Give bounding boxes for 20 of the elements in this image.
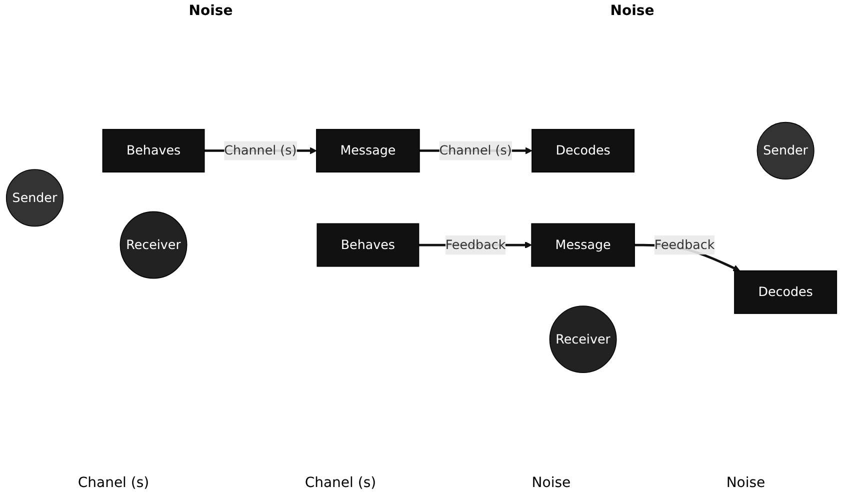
note-label: Noise (726, 475, 766, 491)
node-box: Decodes (532, 128, 635, 172)
note-label: Chanel (s) (304, 475, 376, 491)
node-box: Message (531, 222, 635, 266)
node-circle: Receiver (120, 210, 188, 278)
node-box: Behaves (102, 128, 205, 172)
node-box: Behaves (316, 222, 420, 266)
edge-label: Feedback (654, 236, 715, 252)
note-label: Noise (188, 3, 233, 19)
note-label: Noise (532, 475, 571, 491)
node-box: Decodes (734, 270, 838, 314)
node-circle: Sender (6, 168, 64, 226)
edge-label: Channel (s) (439, 142, 512, 158)
note-label: Noise (610, 3, 654, 19)
node-circle: Receiver (549, 305, 617, 373)
node-circle: Sender (756, 121, 814, 180)
node-box: Message (316, 128, 420, 172)
note-label: Chanel (s) (78, 475, 150, 491)
edge-label: Feedback (445, 236, 506, 252)
edge-label: Channel (s) (224, 142, 297, 158)
